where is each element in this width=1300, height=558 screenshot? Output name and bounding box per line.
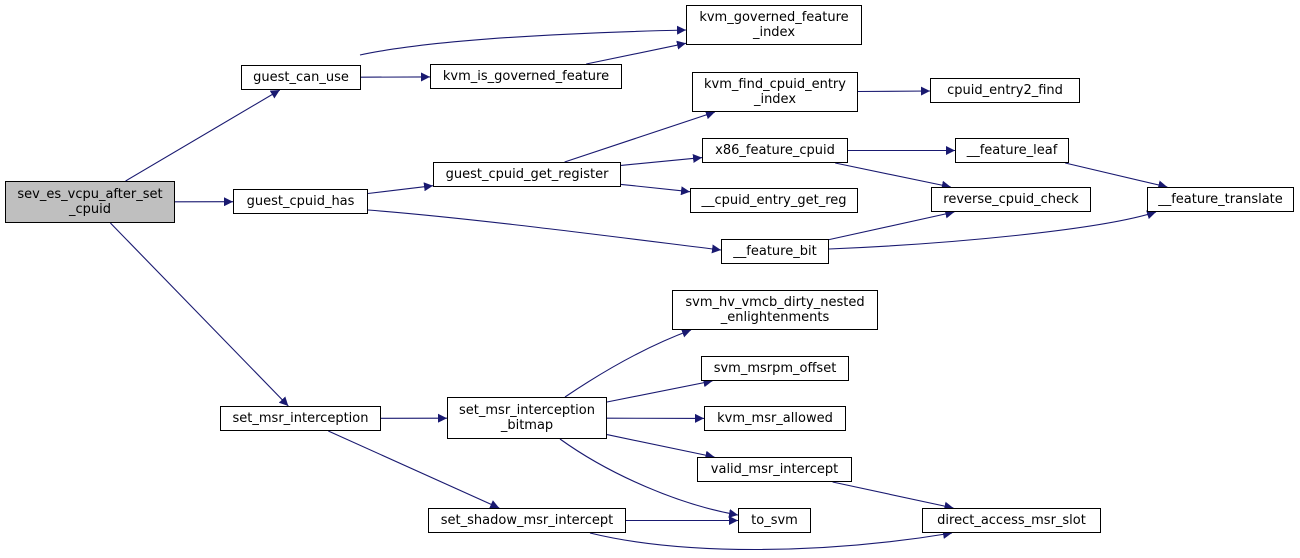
node-set_shadow_msr_intercept[interactable]: set_shadow_msr_intercept bbox=[428, 508, 626, 533]
edge-sev_es_vcpu_after_set_cpuid-to-set_msr_interception bbox=[110, 222, 289, 407]
edge-kvm_is_governed_feature-to-kvm_governed_feature_index bbox=[586, 40, 687, 65]
node-svm_hv_vmcb_dirty_nested_enlightenments[interactable]: svm_hv_vmcb_dirty_nested _enlightenments bbox=[672, 290, 878, 330]
node-feature_bit[interactable]: __feature_bit bbox=[721, 239, 829, 264]
node-reverse_cpuid_check[interactable]: reverse_cpuid_check bbox=[931, 187, 1091, 212]
edge-set_msr_interception_bitmap-to-valid_msr_intercept bbox=[606, 434, 715, 460]
edge-guest_cpuid_get_register-to-x86_feature_cpuid bbox=[620, 153, 703, 166]
edge-set_msr_interception_bitmap-to-to_svm bbox=[559, 438, 739, 518]
node-x86_feature_cpuid[interactable]: x86_feature_cpuid bbox=[702, 138, 848, 163]
node-kvm_find_cpuid_entry_index[interactable]: kvm_find_cpuid_entry _index bbox=[692, 72, 858, 112]
node-sev_es_vcpu_after_set_cpuid: sev_es_vcpu_after_set _cpuid bbox=[5, 181, 175, 223]
edge-guest_can_use-to-kvm_governed_feature_index bbox=[359, 25, 687, 56]
edge-feature_bit-to-reverse_cpuid_check bbox=[828, 209, 955, 241]
node-direct_access_msr_slot[interactable]: direct_access_msr_slot bbox=[922, 508, 1101, 533]
node-cpuid_entry_get_reg[interactable]: __cpuid_entry_get_reg bbox=[690, 188, 858, 213]
edge-guest_cpuid_get_register-to-cpuid_entry_get_reg bbox=[620, 183, 691, 196]
node-to_svm[interactable]: to_svm bbox=[738, 508, 811, 533]
node-svm_msrpm_offset[interactable]: svm_msrpm_offset bbox=[701, 356, 849, 381]
node-feature_translate[interactable]: __feature_translate bbox=[1147, 187, 1294, 212]
edge-set_msr_interception-to-set_shadow_msr_intercept bbox=[328, 430, 500, 509]
edge-guest_cpuid_has-to-guest_cpuid_get_register bbox=[367, 182, 434, 195]
node-valid_msr_intercept[interactable]: valid_msr_intercept bbox=[697, 457, 852, 482]
edge-feature_bit-to-feature_translate bbox=[828, 210, 1157, 250]
node-cpuid_entry2_find[interactable]: cpuid_entry2_find bbox=[930, 78, 1080, 103]
edge-set_msr_interception_bitmap-to-svm_msrpm_offset bbox=[606, 378, 713, 403]
edge-guest_cpuid_has-to-feature_bit bbox=[367, 209, 722, 254]
edge-set_msr_interception_bitmap-to-svm_hv_vmcb_dirty_nested_enlightenments bbox=[564, 328, 692, 398]
edge-feature_leaf-to-feature_translate bbox=[1065, 162, 1168, 190]
edge-kvm_find_cpuid_entry_index-to-cpuid_entry2_find bbox=[857, 86, 931, 96]
edge-x86_feature_cpuid-to-reverse_cpuid_check bbox=[835, 162, 951, 190]
node-feature_leaf[interactable]: __feature_leaf bbox=[955, 138, 1069, 163]
node-guest_cpuid_get_register[interactable]: guest_cpuid_get_register bbox=[433, 162, 621, 187]
edge-sev_es_vcpu_after_set_cpuid-to-guest_can_use bbox=[125, 89, 281, 182]
node-set_msr_interception_bitmap[interactable]: set_msr_interception _bitmap bbox=[447, 397, 607, 439]
node-set_msr_interception[interactable]: set_msr_interception bbox=[220, 406, 381, 431]
node-kvm_is_governed_feature[interactable]: kvm_is_governed_feature bbox=[430, 64, 622, 89]
node-guest_cpuid_has[interactable]: guest_cpuid_has bbox=[233, 189, 368, 214]
edge-guest_cpuid_get_register-to-kvm_find_cpuid_entry_index bbox=[564, 110, 716, 163]
node-guest_can_use[interactable]: guest_can_use bbox=[241, 65, 361, 90]
edge-valid_msr_intercept-to-direct_access_msr_slot bbox=[832, 481, 954, 511]
edge-set_shadow_msr_intercept-to-direct_access_msr_slot bbox=[589, 530, 953, 551]
node-kvm_msr_allowed[interactable]: kvm_msr_allowed bbox=[704, 406, 846, 431]
node-kvm_governed_feature_index[interactable]: kvm_governed_feature _index bbox=[686, 5, 862, 45]
